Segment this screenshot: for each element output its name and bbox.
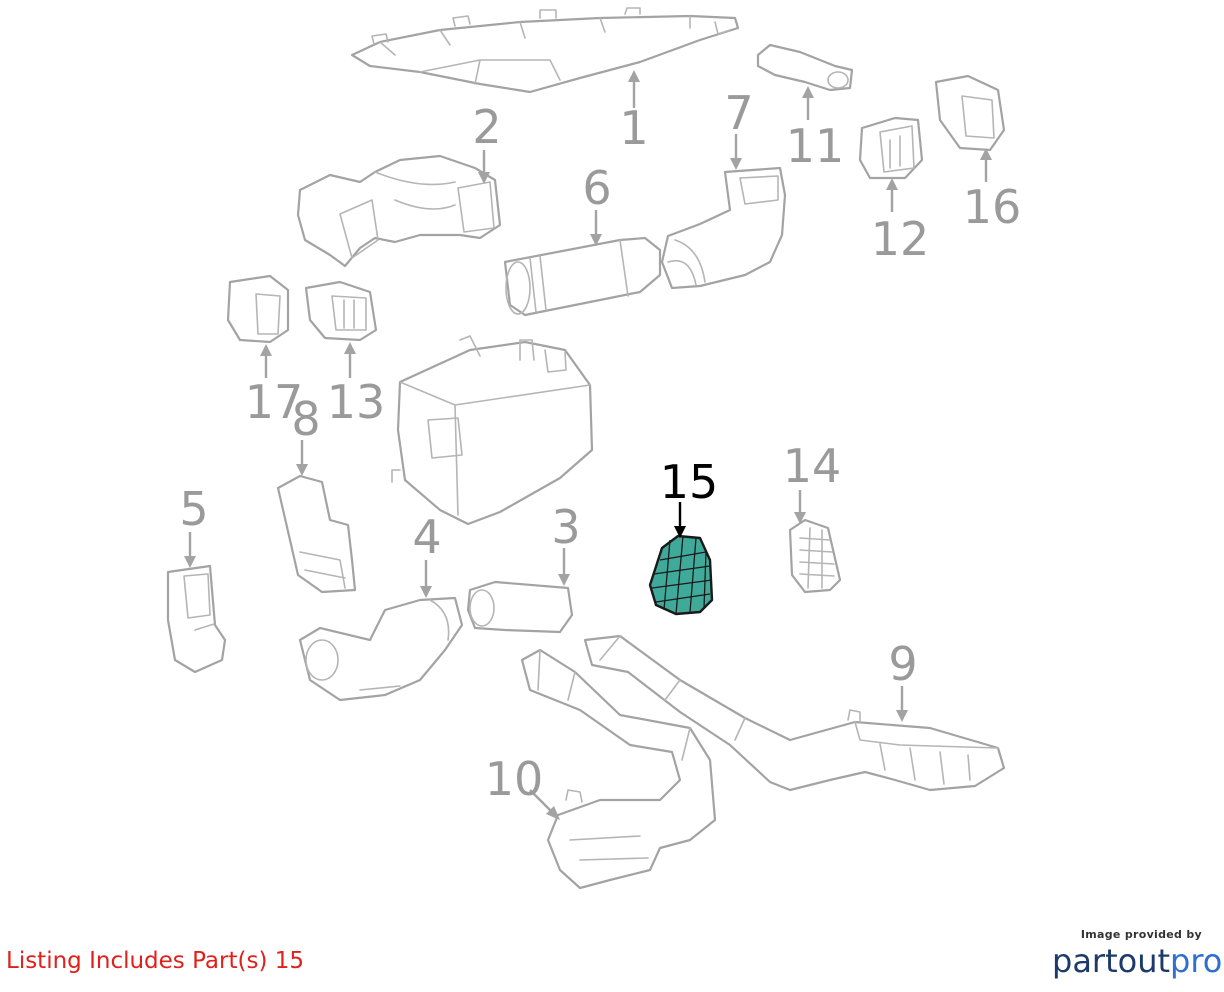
callout-13: 13	[327, 375, 386, 429]
part-2-center-duct	[296, 154, 502, 268]
callout-3: 3	[551, 500, 580, 554]
heater-box	[391, 335, 594, 526]
brand-logo: Image provided by partoutpro	[1052, 928, 1222, 980]
part-10-floor-duct	[520, 648, 717, 890]
callout-4: 4	[412, 510, 441, 564]
part-9-rear-duct	[583, 634, 1006, 792]
part-3-duct	[466, 580, 574, 634]
callout-2: 2	[472, 100, 501, 154]
part-15-vent-highlighted	[648, 534, 714, 616]
image-provided-by-label: Image provided by	[1080, 928, 1202, 941]
callout-12: 12	[871, 212, 930, 266]
listing-parts-text: Listing Includes Part(s) 15	[6, 948, 305, 974]
callout-arrows	[184, 70, 992, 820]
callout-11: 11	[786, 119, 845, 173]
part-5-duct	[166, 564, 227, 674]
part-8-duct	[276, 474, 357, 594]
callout-7: 7	[724, 86, 753, 140]
callout-8: 8	[291, 392, 320, 446]
callout-15-highlighted: 15	[660, 455, 719, 509]
callout-15-arrow	[674, 502, 686, 538]
part-17-vent	[226, 274, 290, 344]
part-4-duct	[298, 596, 464, 702]
callout-10: 10	[485, 752, 544, 806]
part-16-vent	[934, 74, 1006, 152]
part-12-vent	[858, 116, 924, 180]
brand-name-part1: partout	[1052, 942, 1171, 980]
part-14-vent	[788, 518, 842, 594]
brand-name-part2: pro	[1170, 942, 1223, 980]
callout-16: 16	[963, 180, 1022, 234]
part-6-straight-duct	[503, 236, 662, 317]
callout-9: 9	[888, 637, 917, 691]
brand-name: partoutpro	[1052, 942, 1222, 980]
callout-6: 6	[582, 161, 611, 215]
callout-17: 17	[245, 375, 304, 429]
callout-1: 1	[619, 101, 648, 155]
part-1-dash-duct	[350, 7, 740, 94]
part-11-vent-tube	[756, 43, 854, 92]
part-13-vent	[304, 280, 378, 342]
callout-5: 5	[179, 482, 208, 536]
part-7-elbow-duct	[660, 166, 787, 290]
callout-14: 14	[783, 439, 842, 493]
